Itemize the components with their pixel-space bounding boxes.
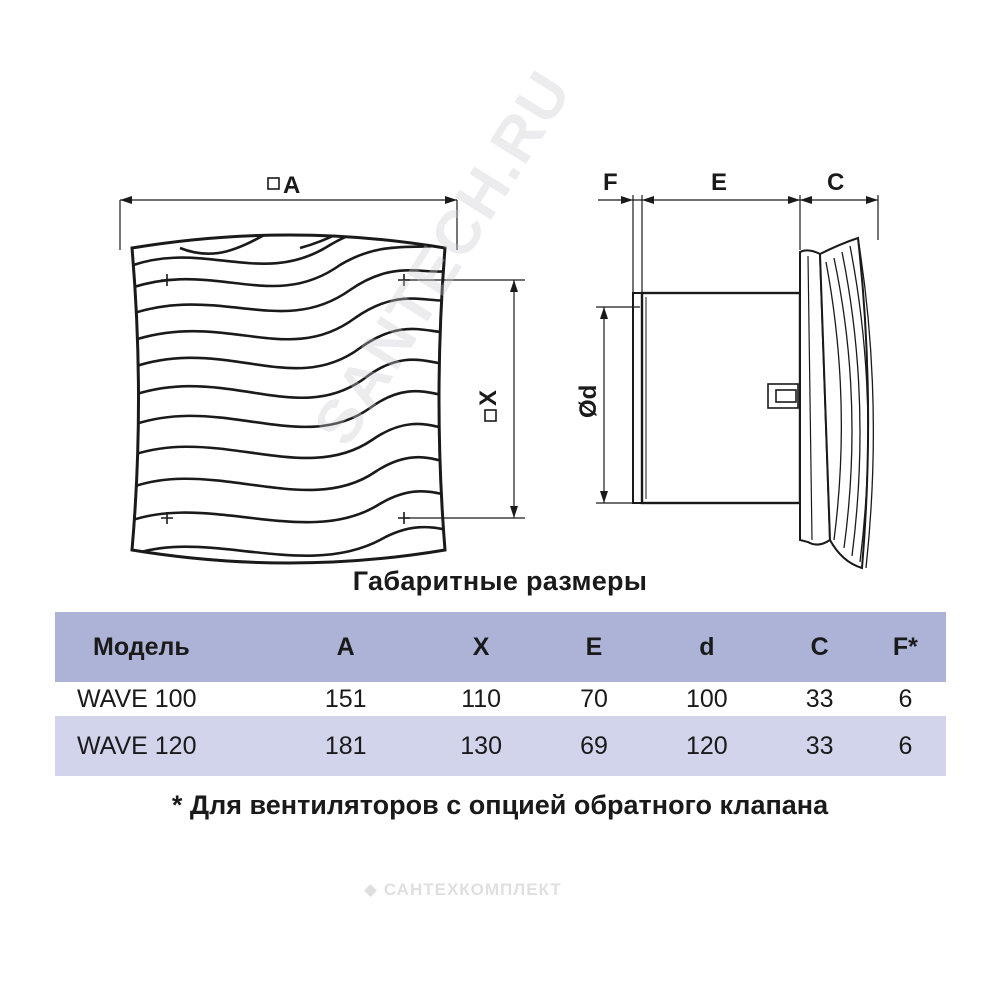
- table-header-row: Модель A X E d C F*: [55, 612, 946, 682]
- header-e: E: [585, 632, 603, 661]
- dimension-d: [596, 306, 640, 504]
- watermark-logo: ◆ САНТЕХКОМПЛЕКТ: [364, 880, 624, 906]
- dim-label-c: C: [827, 169, 844, 196]
- cell-c: 33: [805, 731, 834, 760]
- table-row: WAVE 120 181 130 69 120 33 6: [55, 716, 946, 776]
- cell-d: 120: [685, 731, 728, 760]
- header-c: C: [810, 632, 829, 661]
- dimension-drawing: A X: [119, 169, 879, 570]
- cell-f: 6: [898, 684, 913, 713]
- dim-label-x: X: [475, 390, 502, 406]
- cell-e: 70: [580, 684, 608, 713]
- cell-model: WAVE 100: [77, 684, 197, 713]
- dim-label-f: F: [603, 169, 618, 196]
- table-row: WAVE 100 151 110 70 100 33 6: [55, 682, 946, 716]
- square-symbol-a: [267, 177, 280, 190]
- dim-label-a: A: [283, 172, 300, 199]
- logo-mark-icon: ◆: [364, 880, 379, 899]
- cell-f: 6: [898, 731, 913, 760]
- mount-hole-bl: [161, 512, 173, 524]
- front-view: A X: [119, 172, 525, 565]
- dimension-a: [119, 196, 458, 250]
- dimension-x: [404, 279, 525, 519]
- watermark-logo-text: САНТЕХКОМПЛЕКТ: [383, 880, 562, 899]
- dim-label-d: Ød: [575, 385, 602, 418]
- cell-x: 130: [460, 731, 502, 760]
- header-x: X: [472, 632, 490, 661]
- wave-pattern: [132, 235, 445, 562]
- footnote: * Для вентиляторов с опцией обратного кл…: [171, 790, 829, 820]
- dimensions-table: Модель A X E d C F* WAVE 100 151 110 70 …: [55, 612, 946, 776]
- cell-a: 151: [324, 684, 367, 713]
- cell-e: 69: [580, 731, 608, 760]
- mount-hole-tl: [161, 274, 173, 286]
- header-f: F*: [892, 632, 918, 661]
- dim-label-e: E: [711, 169, 727, 196]
- header-model: Модель: [93, 632, 190, 661]
- latch: [767, 383, 799, 409]
- dimensions-fec: [598, 195, 879, 292]
- header-a: A: [336, 632, 355, 661]
- header-d: d: [699, 632, 715, 661]
- cell-model: WAVE 120: [77, 731, 197, 760]
- side-view: Ød F E C: [575, 169, 879, 570]
- square-symbol-x: [484, 409, 497, 422]
- cell-a: 181: [324, 731, 367, 760]
- section-title: Габаритные размеры: [352, 566, 648, 596]
- flange-ring: [632, 292, 643, 504]
- cell-d: 100: [685, 684, 728, 713]
- cell-c: 33: [805, 684, 834, 713]
- cell-x: 110: [461, 684, 502, 713]
